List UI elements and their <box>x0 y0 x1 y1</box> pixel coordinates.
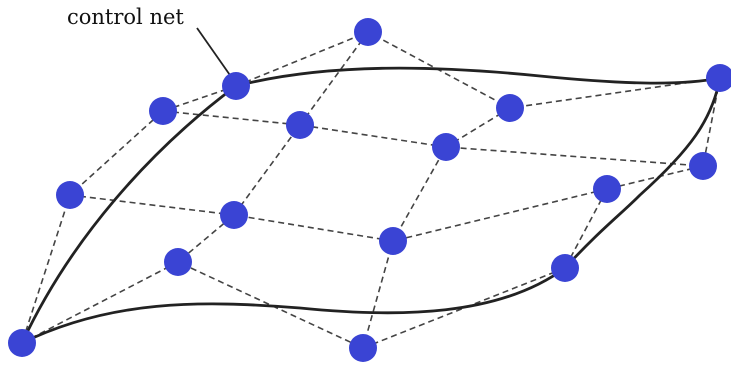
net-col-2 <box>177 31 369 263</box>
net-row-2 <box>162 110 704 167</box>
boundary-curve-right <box>563 76 722 270</box>
net-col-1 <box>21 85 237 344</box>
boundary-curve-bottom <box>20 266 567 345</box>
surface-boundary <box>20 66 722 345</box>
control-point-r1c1 <box>222 72 250 100</box>
control-point-r4c3 <box>349 334 377 362</box>
boundary-curve-left <box>20 84 238 345</box>
control-point-r2c3 <box>432 133 460 161</box>
control-point-r1c4 <box>706 64 731 92</box>
control-point-r4c1 <box>8 329 36 357</box>
control-point-r1c3 <box>496 94 524 122</box>
net-row-4 <box>21 261 566 349</box>
control-point-r2c1 <box>149 97 177 125</box>
control-point-r2c2 <box>286 111 314 139</box>
control-point-r3c3 <box>379 227 407 255</box>
label-leader-line <box>196 27 233 79</box>
net-row-3 <box>69 188 608 242</box>
control-point-r3c4 <box>593 175 621 203</box>
control-point-r3c2 <box>220 201 248 229</box>
control-point-r2c4 <box>689 152 717 180</box>
boundary-curve-top <box>234 66 722 88</box>
net-col-4 <box>564 77 721 269</box>
control-point-r3c1 <box>56 181 84 209</box>
control-point-r4c4 <box>551 254 579 282</box>
control-point-r4c2 <box>164 248 192 276</box>
control-point-r1c2 <box>354 18 382 46</box>
control-net-label: control net <box>67 5 184 29</box>
control-points <box>8 18 731 362</box>
